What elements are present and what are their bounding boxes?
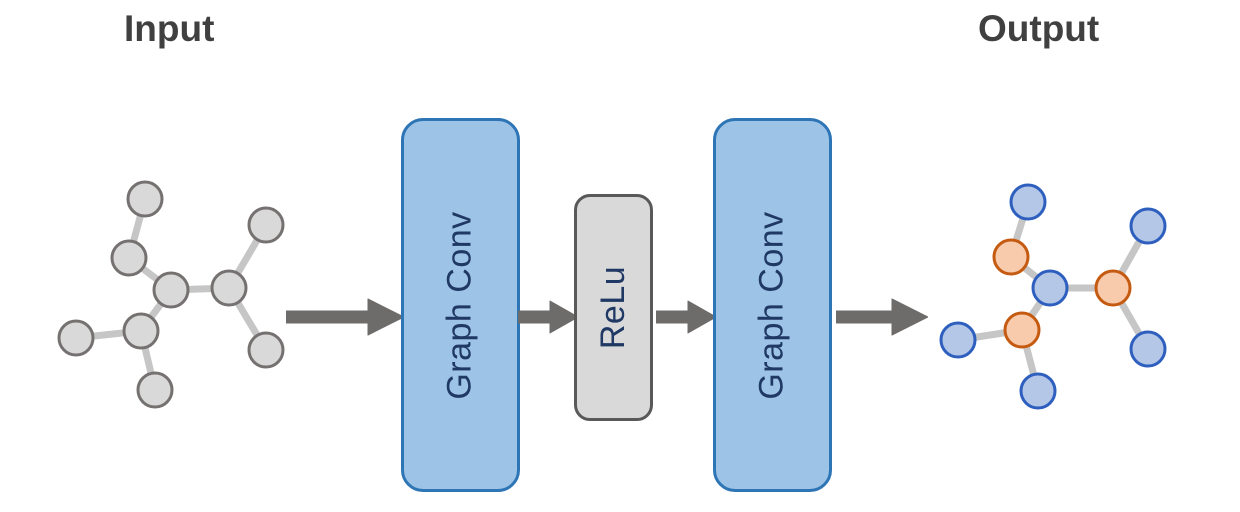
layer-relu-label: ReLu (594, 265, 632, 350)
input-graph-nodes (57, 180, 285, 409)
output-graph-node[interactable] (1031, 269, 1069, 307)
input-graph-node[interactable] (247, 206, 285, 244)
input-graph (57, 180, 285, 409)
input-graph-node[interactable] (152, 271, 190, 309)
input-graph-node[interactable] (122, 312, 160, 350)
output-graph-node[interactable] (992, 238, 1030, 276)
arrow-conv1-to-relu (518, 300, 578, 334)
input-graph-node[interactable] (247, 331, 285, 369)
input-graph-node[interactable] (110, 239, 148, 277)
arrow-relu-to-conv2 (656, 300, 716, 334)
layer-relu[interactable]: ReLu (574, 194, 653, 421)
layer-graph-conv-1[interactable]: Graph Conv (401, 118, 520, 492)
input-graph-node[interactable] (57, 319, 95, 357)
layer-graph-conv-1-label: Graph Conv (441, 210, 480, 400)
output-graph-node[interactable] (1129, 207, 1167, 245)
input-graph-node[interactable] (210, 269, 248, 307)
layer-graph-conv-2-label: Graph Conv (753, 210, 792, 400)
output-graph-node[interactable] (1094, 269, 1132, 307)
output-graph-node[interactable] (939, 321, 977, 359)
output-graph-node[interactable] (1019, 372, 1057, 410)
page-title-output: Output (978, 8, 1100, 49)
arrow-input-to-conv1 (286, 298, 404, 336)
input-graph-node[interactable] (126, 180, 164, 218)
output-graph-node[interactable] (1003, 311, 1041, 349)
layer-graph-conv-2[interactable]: Graph Conv (713, 118, 832, 492)
input-graph-node[interactable] (136, 371, 174, 409)
output-graph-nodes (939, 183, 1167, 410)
output-graph-node[interactable] (1129, 330, 1167, 368)
arrow-conv2-to-output (836, 298, 928, 336)
output-graph-node[interactable] (1009, 183, 1047, 221)
output-graph (939, 183, 1167, 410)
page-title-input: Input (124, 8, 215, 49)
